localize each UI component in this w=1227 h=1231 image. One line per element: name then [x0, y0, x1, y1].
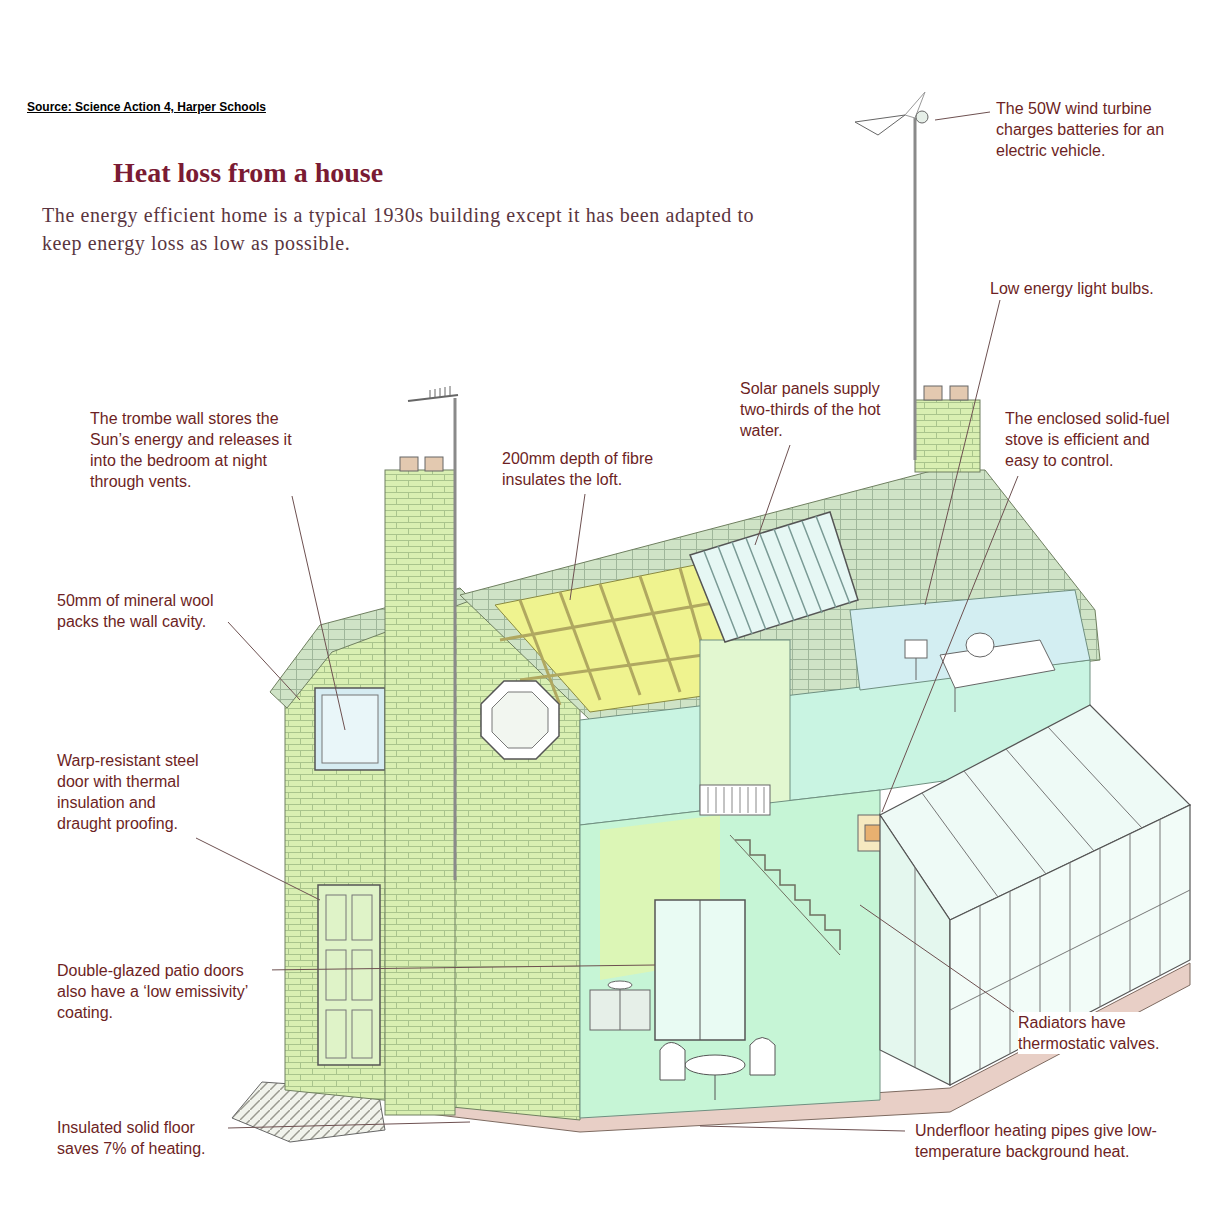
left-chimney: [385, 457, 455, 1115]
callout-label: Underfloor heating pipes give low-temper…: [915, 1120, 1195, 1162]
callout-label: Insulated solid floor saves 7% of heatin…: [57, 1117, 222, 1159]
front-door: [318, 885, 380, 1065]
caption: The energy efficient home is a typical 1…: [42, 201, 757, 257]
table-and-chairs: [660, 1038, 775, 1101]
callout-label: The 50W wind turbine charges batteries f…: [996, 98, 1191, 161]
title: Heat loss from a house: [113, 156, 383, 190]
trombe-window: [315, 688, 385, 770]
conservatory: [880, 705, 1190, 1085]
radiator: [700, 785, 770, 815]
patio-doors: [655, 900, 745, 1040]
callout-label: 50mm of mineral wool packs the wall cavi…: [57, 590, 227, 632]
callout-label: Double-glazed patio doors also have a ‘l…: [57, 960, 272, 1023]
solar-panel: [690, 512, 858, 642]
callout-label: 200mm depth of fibre insulates the loft.: [502, 448, 687, 490]
tv-aerial: [408, 386, 458, 880]
callout-label: The enclosed solid-fuel stove is efficie…: [1005, 408, 1185, 471]
callout-label: Low energy light bulbs.: [990, 278, 1154, 299]
callout-label: Solar panels supply two-thirds of the ho…: [740, 378, 895, 441]
callout-label: Radiators have thermostatic valves.: [1018, 1012, 1188, 1054]
source-note: Source: Science Action 4, Harper Schools: [27, 100, 266, 115]
callout-label: Warp-resistant steel door with thermal i…: [57, 750, 212, 834]
kitchen-furniture: [590, 981, 650, 1030]
bay-window: [481, 681, 559, 759]
leader-lines: [196, 112, 1018, 1131]
callout-label: The trombe wall stores the Sun’s energy …: [90, 408, 308, 492]
right-chimney: [915, 386, 980, 472]
stairs: [730, 835, 840, 955]
